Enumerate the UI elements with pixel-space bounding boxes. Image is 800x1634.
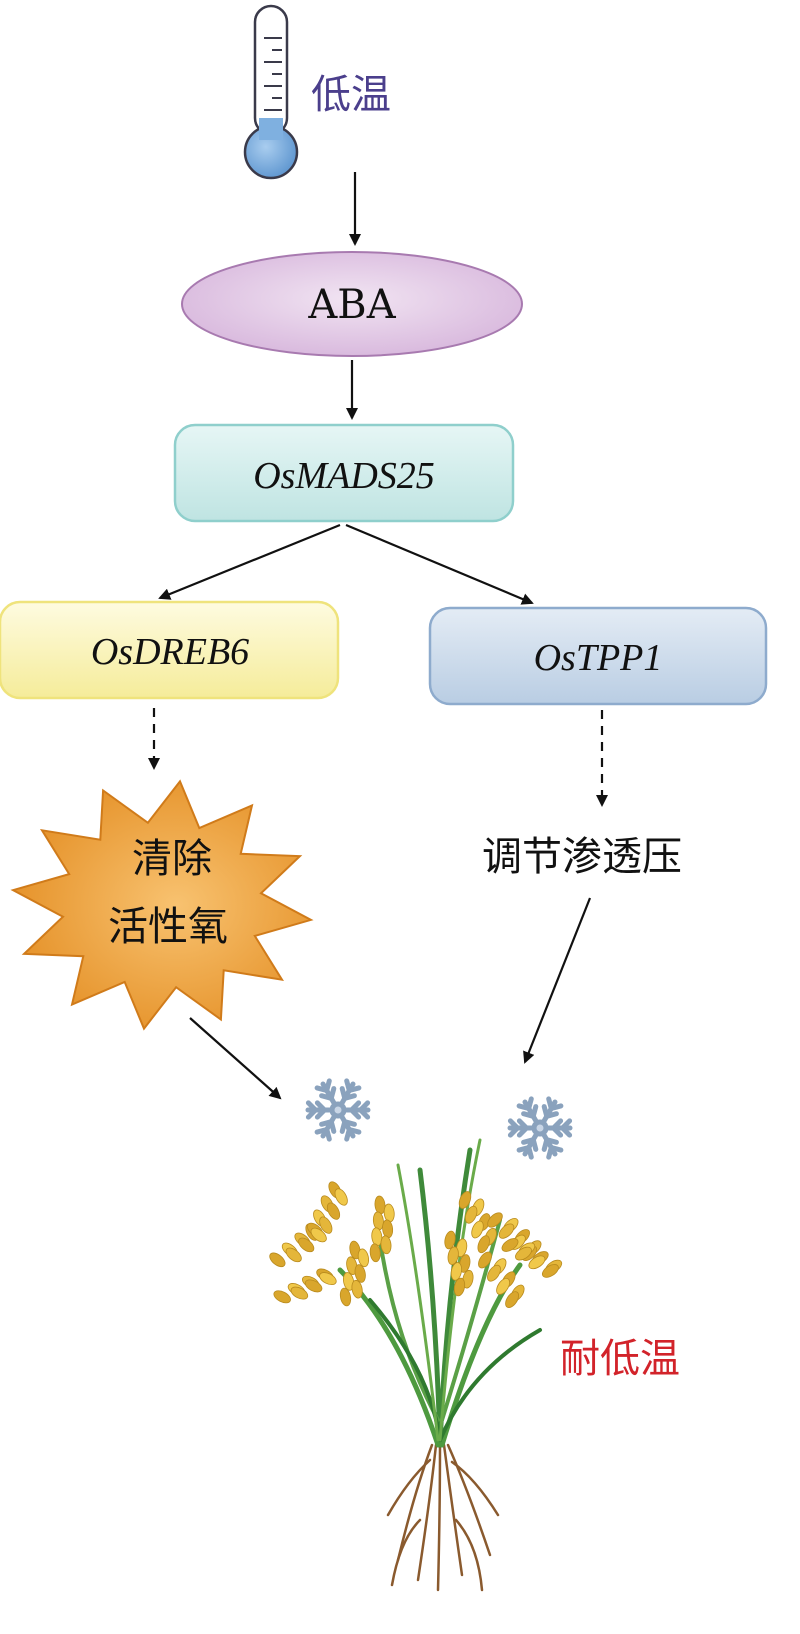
arrow-osmads25-to-ostpp1 xyxy=(345,523,534,605)
thermometer-icon xyxy=(243,4,299,180)
snowflake-icon-right xyxy=(507,1096,573,1160)
osdreb6-label: OsDREB6 xyxy=(91,631,249,673)
osdreb6-node: OsDREB6 xyxy=(0,600,340,700)
outcome-label: 耐低温 xyxy=(560,1336,680,1382)
arrow-ros-to-plant xyxy=(189,1017,282,1100)
osmads25-label: OsMADS25 xyxy=(253,455,435,497)
osmads25-node: OsMADS25 xyxy=(173,423,515,523)
ostpp1-label: OsTPP1 xyxy=(534,637,663,679)
ostpp1-node: OsTPP1 xyxy=(428,606,768,706)
ros-starburst-icon xyxy=(10,779,314,1031)
arrow-osmotic-to-plant xyxy=(523,897,592,1064)
stimulus-label: 低温 xyxy=(311,72,391,118)
ros-effect-line-1: 清除 xyxy=(132,836,212,882)
arrow-osmads25-to-osdreb6 xyxy=(158,523,341,600)
aba-node: ABA xyxy=(181,251,523,357)
ros-effect-line-2: 活性氧 xyxy=(108,904,228,950)
rice-plant-icon xyxy=(269,1138,563,1592)
snowflake-icon-left xyxy=(305,1078,371,1142)
aba-label: ABA xyxy=(307,282,396,328)
osmotic-effect-label: 调节渗透压 xyxy=(482,834,682,880)
